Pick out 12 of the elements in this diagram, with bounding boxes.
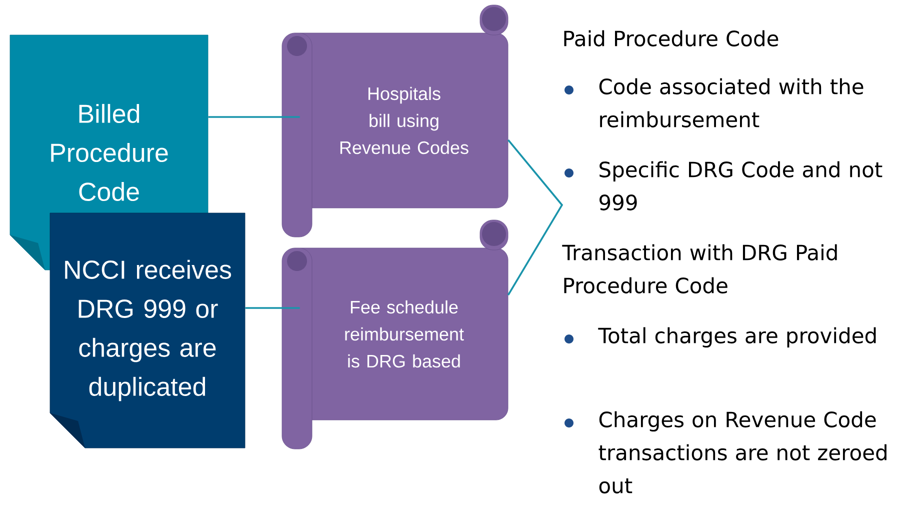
connector-line [245, 307, 300, 309]
bullet-text: Total charges are provided [598, 327, 876, 348]
scroll-box: Hospitals bill using Revenue Codes [282, 4, 508, 238]
scroll-box: Fee schedule reimbursement is DRG based [282, 220, 508, 450]
heading-text: Transaction with DRG Paid Procedure Code [562, 244, 837, 294]
bullet-text: Code associated with the reimbursement [599, 78, 864, 128]
heading-text: Paid Procedure Code [564, 30, 778, 46]
bracket-line [507, 139, 564, 296]
bullet-text: Specific DRG Code and not 999 [600, 161, 882, 210]
bullet-text: Charges on Revenue Code transactions are not zeroed out [598, 411, 886, 494]
connector-line [208, 116, 300, 118]
document-box: NCCI receives DRG 999 or charges are duplicated [50, 212, 246, 448]
